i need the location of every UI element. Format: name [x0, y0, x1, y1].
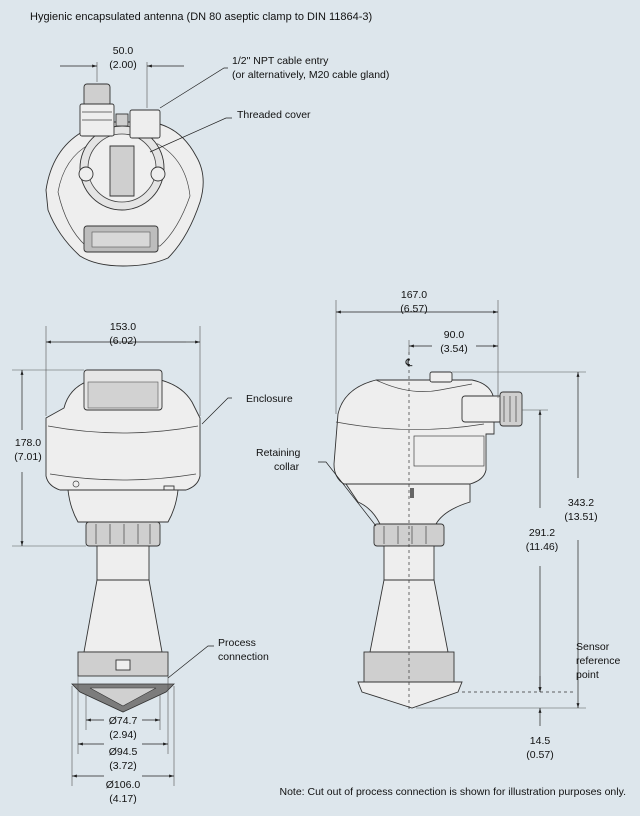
- dim-dia-94-5-in: (3.72): [109, 760, 136, 772]
- dim-side-half-mm: 90.0: [444, 329, 465, 341]
- label-retaining: Retaining: [256, 447, 301, 459]
- dim-flange-in: (0.57): [526, 749, 553, 761]
- front-view: 153.0 (6.02) 178.0 (7.01): [12, 321, 232, 786]
- dim-front-height-mm: 178.0: [15, 437, 41, 449]
- dim-front-width-mm: 153.0: [110, 321, 136, 333]
- label-process-connection: Process: [218, 637, 256, 649]
- dim-front-height-in: (7.01): [14, 451, 41, 463]
- dim-overall-height-mm: 343.2: [568, 497, 594, 509]
- dim-side-half-in: (3.54): [440, 343, 467, 355]
- label-sensor-reference: reference: [576, 655, 621, 667]
- top-view: 50.0 (2.00): [45, 45, 232, 267]
- side-view: [318, 300, 586, 726]
- dim-dia-74-7: Ø74.7: [109, 715, 138, 727]
- label-collar: collar: [274, 461, 300, 473]
- centerline-symbol: ℄: [405, 357, 413, 369]
- dim-top-width-mm: 50.0: [113, 45, 134, 57]
- dim-top-width-in: (2.00): [109, 59, 136, 71]
- label-enclosure: Enclosure: [246, 393, 293, 405]
- label-threaded-cover: Threaded cover: [237, 109, 311, 121]
- dim-ref-height-in: (11.46): [526, 541, 559, 553]
- label-sensor-point: point: [576, 669, 599, 681]
- footnote: Note: Cut out of process connection is s…: [280, 786, 627, 798]
- dim-dia-74-7-in: (2.94): [109, 729, 136, 741]
- dim-front-width-in: (6.02): [109, 335, 136, 347]
- label-cable-entry: 1/2" NPT cable entry: [232, 55, 329, 67]
- dim-flange-mm: 14.5: [530, 735, 551, 747]
- label-sensor: Sensor: [576, 641, 610, 653]
- label-cable-entry-alt: (or alternatively, M20 cable gland): [232, 69, 389, 81]
- drawing-title: Hygienic encapsulated antenna (DN 80 ase…: [30, 11, 372, 23]
- dim-ref-height-mm: 291.2: [529, 527, 555, 539]
- dim-side-width-mm: 167.0: [401, 289, 427, 301]
- dim-dia-106: Ø106.0: [106, 779, 141, 791]
- dim-overall-height-in: (13.51): [564, 511, 597, 523]
- label-process-connection-2: connection: [218, 651, 269, 663]
- dim-dia-106-in: (4.17): [109, 793, 136, 805]
- dim-dia-94-5: Ø94.5: [109, 746, 138, 758]
- dim-side-width-in: (6.57): [400, 303, 427, 315]
